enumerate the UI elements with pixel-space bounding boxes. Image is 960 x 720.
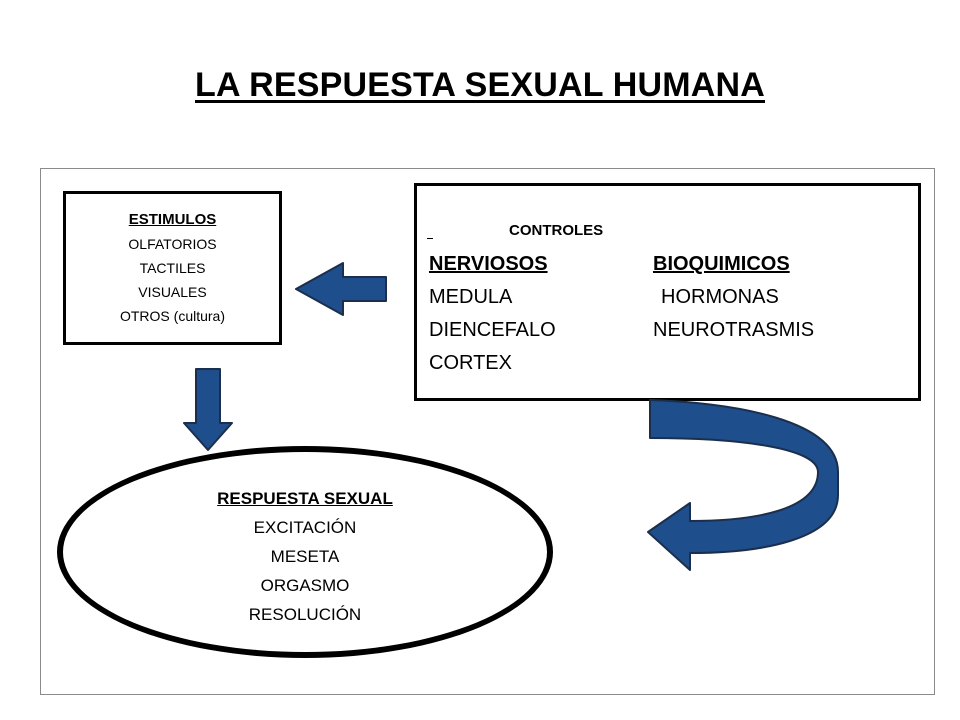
arrow-down-icon xyxy=(183,368,233,451)
nervioso-item: DIENCEFALO xyxy=(429,319,556,341)
curved-arrow-icon xyxy=(647,399,839,571)
estimulo-item: TACTILES xyxy=(139,260,206,276)
bioquimico-item: NEUROTRASMIS xyxy=(653,319,815,341)
nerviosos-heading: NERVIOSOS xyxy=(429,253,548,275)
page-title: LA RESPUESTA SEXUAL HUMANA xyxy=(194,66,766,104)
bioquimicos-heading: BIOQUIMICOS xyxy=(653,253,790,275)
estimulo-item: VISUALES xyxy=(138,284,207,300)
estimulo-item: OLFATORIOS xyxy=(128,236,217,252)
respuesta-heading: RESPUESTA SEXUAL xyxy=(217,489,393,508)
underline-mark xyxy=(427,238,433,239)
bioquimicos-column: BIOQUIMICOS HORMONAS NEUROTRASMIS xyxy=(653,248,814,347)
nervioso-item: CORTEX xyxy=(429,352,512,374)
nerviosos-column: NERVIOSOS MEDULA DIENCEFALO CORTEX xyxy=(429,248,556,380)
respuesta-phase: MESETA xyxy=(270,547,340,566)
estimulos-heading: ESTIMULOS xyxy=(128,211,217,228)
controles-heading: CONTROLES xyxy=(509,222,604,239)
bioquimico-item: HORMONAS xyxy=(661,286,779,308)
controles-box: CONTROLES NERVIOSOS MEDULA DIENCEFALO CO… xyxy=(414,183,921,401)
respuesta-phase: EXCITACIÓN xyxy=(253,518,357,537)
respuesta-phase: ORGASMO xyxy=(260,576,350,595)
respuesta-phase: RESOLUCIÓN xyxy=(248,605,362,624)
estimulos-box: ESTIMULOS OLFATORIOS TACTILES VISUALES O… xyxy=(63,191,282,345)
arrow-left-icon xyxy=(295,262,387,316)
nervioso-item: MEDULA xyxy=(429,286,513,308)
diagram-frame xyxy=(40,168,935,695)
estimulo-item: OTROS (cultura) xyxy=(119,308,225,324)
respuesta-ellipse: RESPUESTA SEXUAL EXCITACIÓN MESETA ORGAS… xyxy=(57,446,553,658)
